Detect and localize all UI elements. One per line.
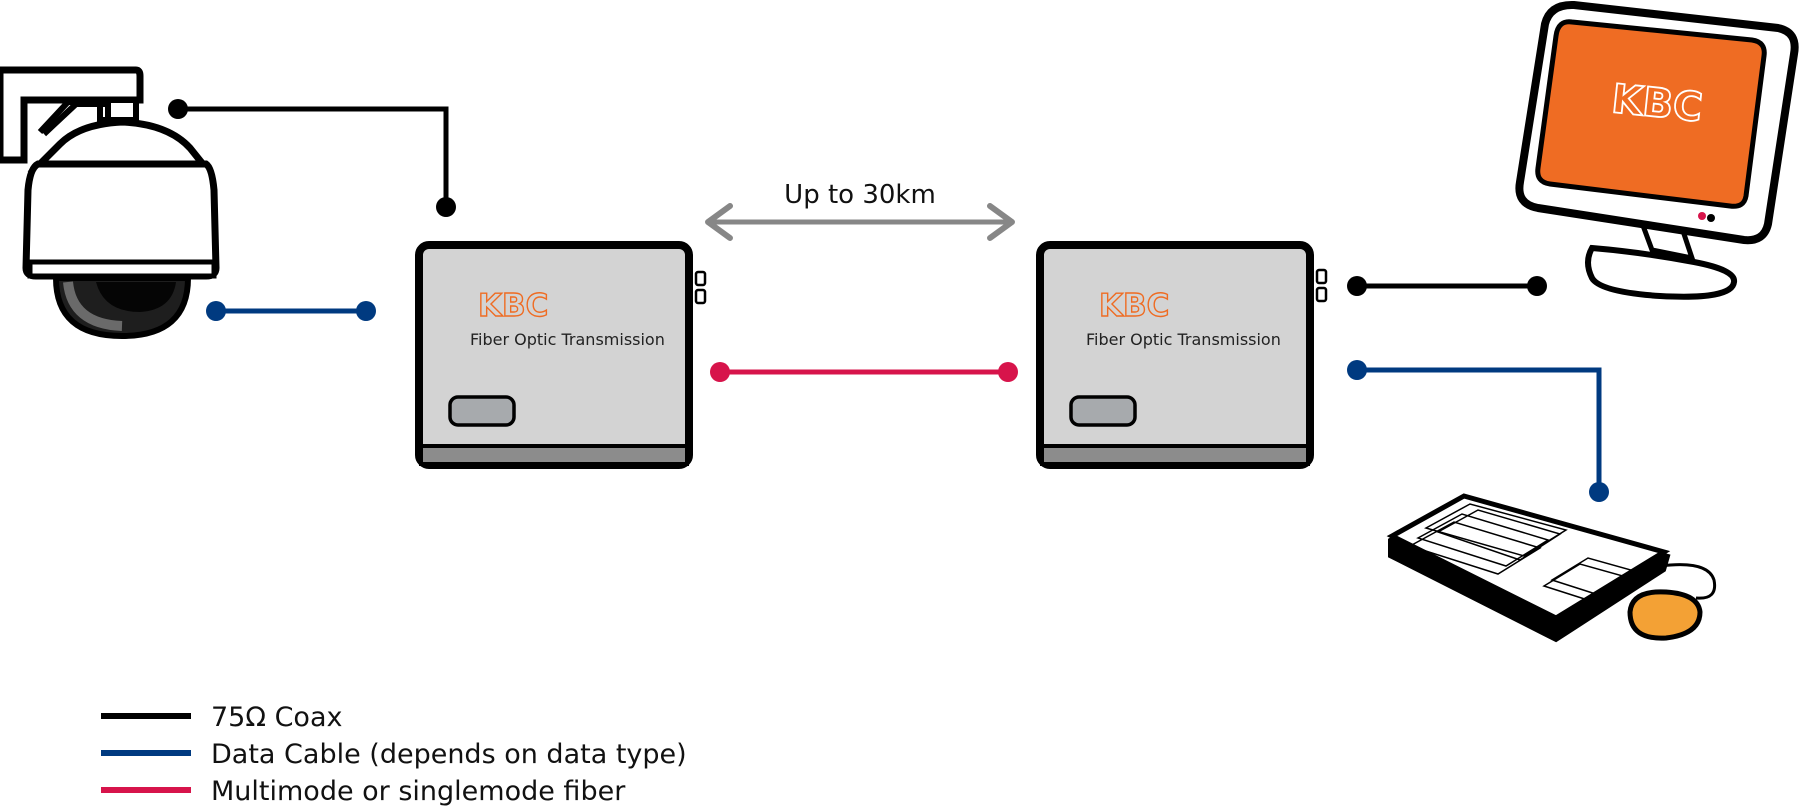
distance-arrow [705, 203, 1015, 241]
legend-item-data-cable: Data Cable (depends on data type) [101, 739, 687, 770]
kbc-logo: KBC [1099, 288, 1169, 324]
legend-label: 75Ω Coax [211, 702, 342, 733]
transmitter-port-icon [694, 270, 707, 287]
legend-label: Data Cable (depends on data type) [211, 739, 687, 770]
legend: 75Ω Coax Data Cable (depends on data typ… [101, 702, 687, 807]
data-cable-keyboard [1347, 360, 1609, 502]
legend-label: Multimode or singlemode fiber [211, 776, 626, 807]
fiber-link [710, 362, 1018, 382]
transmitter-port-icon [694, 288, 707, 305]
receiver-status-led [1069, 395, 1137, 427]
monitor-kbc-logo: KBC [1609, 76, 1704, 131]
keyboard-icon [1386, 493, 1671, 643]
legend-item-coax: 75Ω Coax [101, 702, 342, 733]
receiver-unit: KBC Fiber Optic Transmission [1036, 241, 1328, 469]
transmitter-unit: KBC Fiber Optic Transmission [415, 241, 707, 469]
transmitter-caption: Fiber Optic Transmission [470, 330, 665, 349]
kbc-logo: KBC [478, 288, 548, 324]
monitor-icon: KBC [1515, 0, 1799, 300]
legend-item-fiber: Multimode or singlemode fiber [101, 776, 626, 807]
receiver-port-icon [1315, 286, 1328, 303]
ptz-dome-camera-icon [0, 66, 220, 340]
coax-cable-camera [168, 99, 456, 217]
coax-cable-monitor [1347, 276, 1547, 296]
transmitter-status-led [448, 395, 516, 427]
distance-label: Up to 30km [784, 180, 936, 210]
receiver-port-icon [1315, 268, 1328, 285]
receiver-caption: Fiber Optic Transmission [1086, 330, 1281, 349]
mouse-icon [1627, 563, 1717, 641]
data-cable-camera [206, 301, 376, 321]
